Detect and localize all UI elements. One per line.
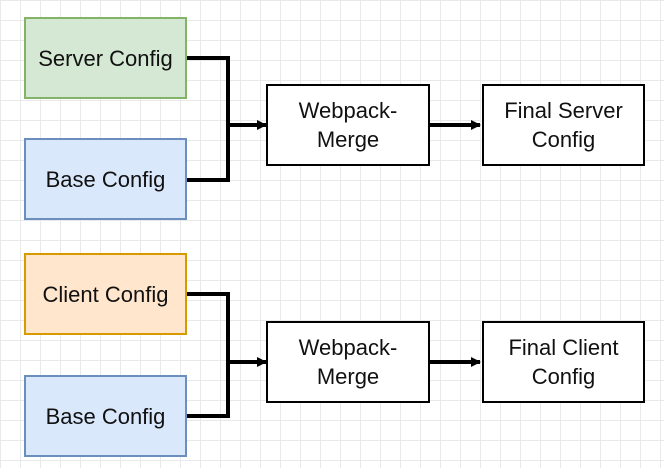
final-client-config-label: Final Client Config	[508, 335, 619, 389]
final-client-config-node[interactable]: Final Client Config	[482, 321, 645, 403]
base-config-label-top: Base Config	[45, 166, 166, 192]
final-server-config-node[interactable]: Final Server Config	[482, 84, 645, 166]
server-config-node[interactable]: Server Config	[24, 17, 187, 99]
webpack-merge-label-top: Webpack- Merge	[298, 98, 398, 152]
client-config-node[interactable]: Client Config	[24, 253, 187, 335]
connector-server-to-merge	[187, 56, 267, 130]
base-config-node-bottom[interactable]: Base Config	[24, 375, 187, 457]
connector-base-top-to-merge	[187, 125, 230, 182]
connector-base-bottom-to-merge	[187, 362, 230, 418]
base-config-node-top[interactable]: Base Config	[24, 138, 187, 220]
server-config-label: Server Config	[38, 45, 173, 71]
final-server-config-label: Final Server Config	[504, 98, 623, 152]
base-config-label-bottom: Base Config	[45, 403, 166, 429]
webpack-merge-node-bottom[interactable]: Webpack- Merge	[266, 321, 430, 403]
connector-client-to-merge	[187, 292, 267, 367]
client-config-label: Client Config	[42, 281, 169, 307]
webpack-merge-node-top[interactable]: Webpack- Merge	[266, 84, 430, 166]
webpack-merge-label-bottom: Webpack- Merge	[298, 335, 398, 389]
